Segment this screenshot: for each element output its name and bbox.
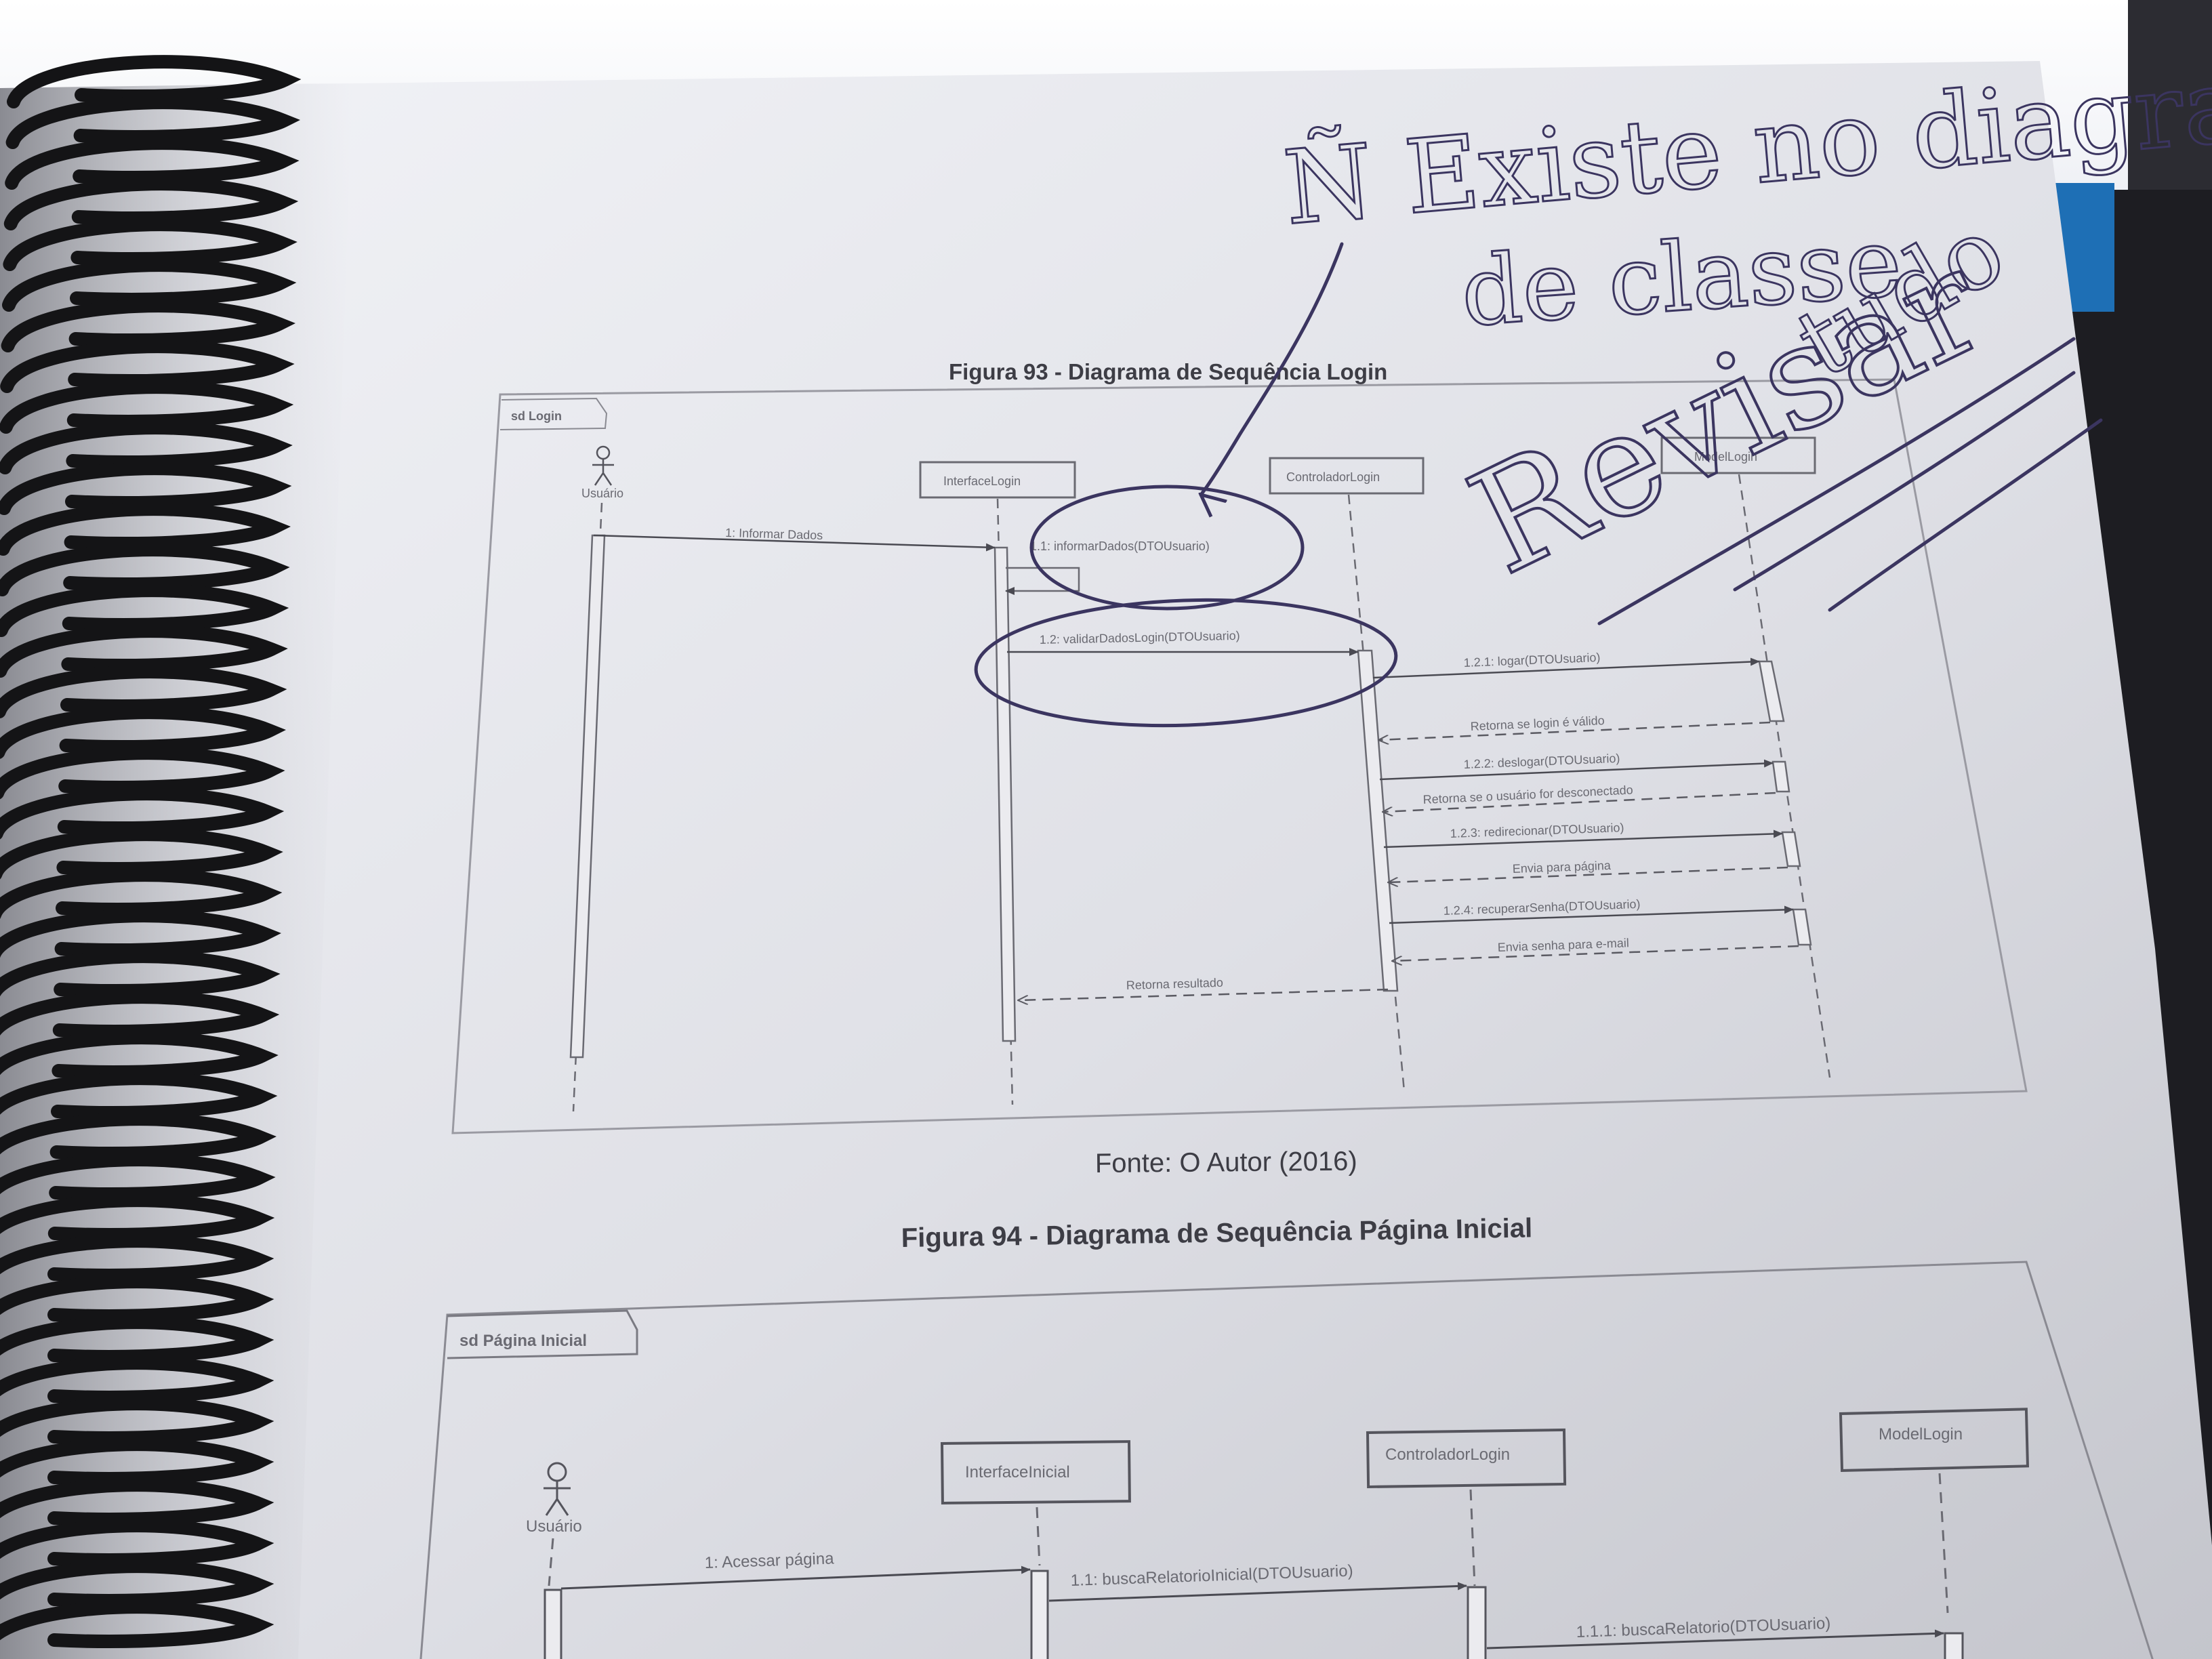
message-label: 1: Informar Dados <box>725 526 823 542</box>
spiral-binding <box>0 55 302 1648</box>
activation-bar <box>1758 660 1785 722</box>
ink-strike-2 <box>1733 371 2076 592</box>
activation-bar <box>1781 831 1801 867</box>
self-message-loop <box>1005 567 1080 595</box>
message-arrow <box>1048 1582 1467 1602</box>
figure-93-frame <box>451 378 2028 1134</box>
lifeline-label: Usuário <box>581 487 623 500</box>
ink-circle-2 <box>974 598 1398 728</box>
activation-bar <box>994 546 1017 1042</box>
ink-strike-3 <box>1828 418 2103 612</box>
figure-94-frame-tab <box>447 1309 638 1359</box>
paper-sheet <box>0 61 2212 1659</box>
message-arrow <box>1389 905 1794 924</box>
lifeline-label: InterfaceInicial <box>965 1463 1070 1481</box>
message-label: 1: Acessar página <box>704 1549 834 1572</box>
spiral-coil <box>0 1600 274 1648</box>
figure-94: Figura 94 - Diagrama de Sequência Página… <box>419 1213 2154 1659</box>
ink-strike-1 <box>1597 337 2076 626</box>
message-return <box>1018 988 1389 1000</box>
message-arrow <box>593 534 996 552</box>
activation-bar <box>1030 1570 1049 1659</box>
message-arrow <box>1383 830 1783 848</box>
message-arrow <box>560 1565 1031 1590</box>
activation-bar <box>1944 1632 1964 1659</box>
activation-bar <box>1467 1586 1487 1659</box>
activation-bar <box>544 1589 562 1659</box>
lifeline-controladorlogin: ControladorLogin <box>1269 457 1425 495</box>
message-label: 1.1: informarDados(DTOUsuario) <box>1030 539 1210 553</box>
message-arrow <box>1486 1629 1944 1650</box>
figure-93-frame-tab <box>499 397 608 430</box>
figure-93-caption: Figura 93 - Diagrama de Sequência Login <box>949 359 1387 384</box>
lifeline-label: Usuário <box>526 1517 582 1536</box>
lifeline-label: ControladorLogin <box>1385 1446 1510 1464</box>
actor-usuario-93: Usuário <box>581 445 623 500</box>
lifeline-controladorlogin-94: ControladorLogin <box>1366 1428 1567 1489</box>
message-arrow <box>1379 759 1774 781</box>
figure-93-source: Fonte: O Autor (2016) <box>1095 1147 1357 1179</box>
message-return <box>1382 792 1776 812</box>
message-label: Retorna resultado <box>1126 976 1224 992</box>
lifeline-label: ControladorLogin <box>1286 470 1380 484</box>
lifeline-label: InterfaceLogin <box>943 474 1021 488</box>
lifeline-modellogin: ModelLogin <box>1660 436 1816 474</box>
message-return <box>1388 866 1788 882</box>
activation-bar <box>1792 908 1812 946</box>
lifeline-label: ModelLogin <box>1694 450 1757 464</box>
lifeline-interfacelogin: InterfaceLogin <box>919 461 1076 499</box>
figure-93-frame-label: sd Login <box>511 409 562 423</box>
lifeline-dash <box>1738 474 1831 1078</box>
lifeline-label: ModelLogin <box>1879 1425 1963 1443</box>
activation-bar <box>1771 760 1790 793</box>
figure-93: Figura 93 - Diagrama de Sequência Login … <box>451 359 2028 1179</box>
ink-circle-1 <box>1029 485 1305 611</box>
figure-94-frame <box>419 1261 2154 1659</box>
lifeline-dash <box>548 1538 554 1586</box>
actor-usuario-94: Usuário <box>526 1462 582 1536</box>
lifeline-dash <box>1469 1489 1476 1586</box>
ink-arrow <box>1201 242 1344 495</box>
message-return <box>1392 945 1799 961</box>
figure-94-frame-label: sd Página Inicial <box>459 1332 587 1350</box>
message-arrow <box>1372 657 1760 679</box>
lifeline-dash <box>1036 1507 1041 1566</box>
message-return <box>1378 721 1771 740</box>
activation-bar <box>1357 649 1399 992</box>
lifeline-dash <box>1938 1473 1949 1614</box>
lifeline-interfaceinicial: InterfaceInicial <box>940 1440 1131 1505</box>
lifeline-modellogin-94: ModelLogin <box>1839 1408 2030 1473</box>
